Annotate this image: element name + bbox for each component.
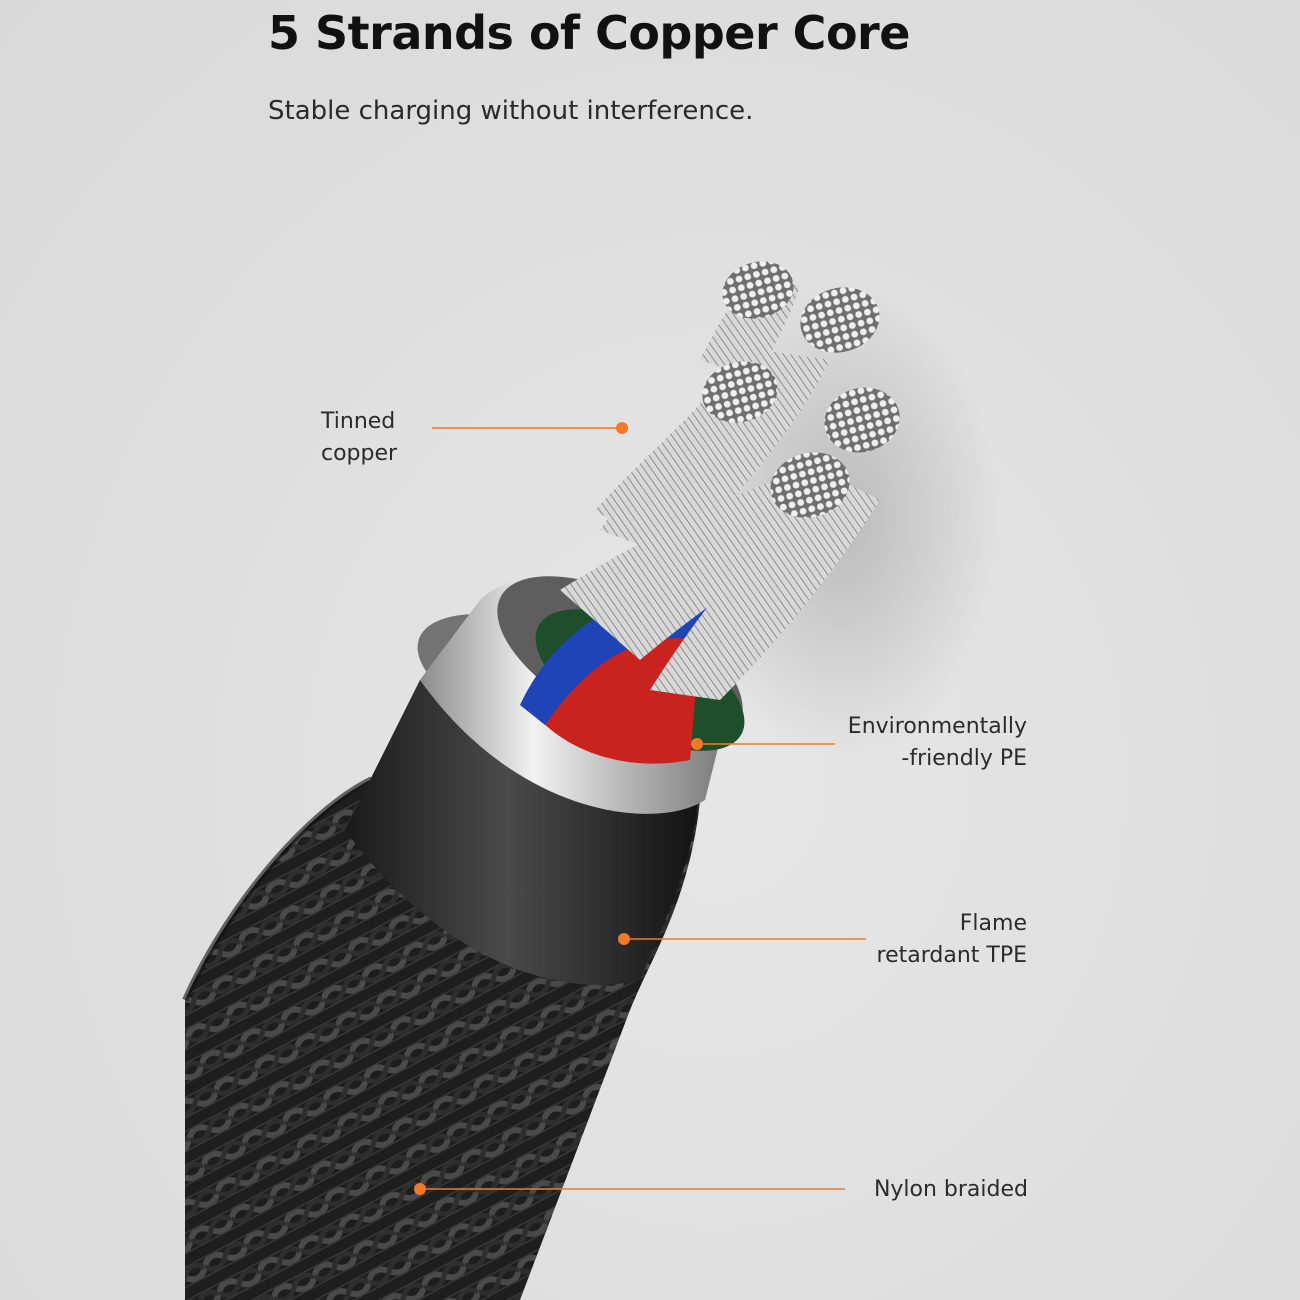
- callout-pe: Environmentally -friendly PE: [848, 711, 1027, 775]
- copper-strand: [560, 470, 850, 660]
- callout-tpe-line2: retardant TPE: [876, 943, 1027, 968]
- callout-tinned-copper-line1: Tinned: [321, 409, 396, 434]
- callout-nylon: Nylon braided: [874, 1174, 1028, 1206]
- copper-strand: [650, 470, 880, 700]
- pe-insulation-red: [540, 633, 700, 764]
- strand-end-face: [824, 387, 900, 453]
- strand-end-face: [770, 452, 850, 518]
- callout-tpe: Flame retardant TPE: [877, 908, 1027, 972]
- strand-end-face: [702, 361, 778, 423]
- callout-tinned-copper-line2: copper: [321, 441, 398, 466]
- callout-tpe-line1: Flame: [959, 911, 1027, 936]
- headline: 5 Strands of Copper Core: [268, 6, 910, 60]
- strand-end-face: [800, 287, 880, 353]
- callout-pe-line2: -friendly PE: [901, 746, 1027, 771]
- callout-dot-tpe: [618, 933, 630, 945]
- callout-pe-line1: Environmentally: [847, 714, 1027, 739]
- callout-tinned-copper: Tinned copper: [321, 406, 397, 470]
- strand-end-face: [722, 261, 794, 319]
- subheadline: Stable charging without interference.: [268, 96, 754, 126]
- callout-leaders: [414, 422, 866, 1195]
- callout-dot-pe: [691, 738, 703, 750]
- callout-dot-nylon: [414, 1183, 426, 1195]
- callout-nylon-line1: Nylon braided: [873, 1177, 1028, 1202]
- callout-dot-tinned: [616, 422, 628, 434]
